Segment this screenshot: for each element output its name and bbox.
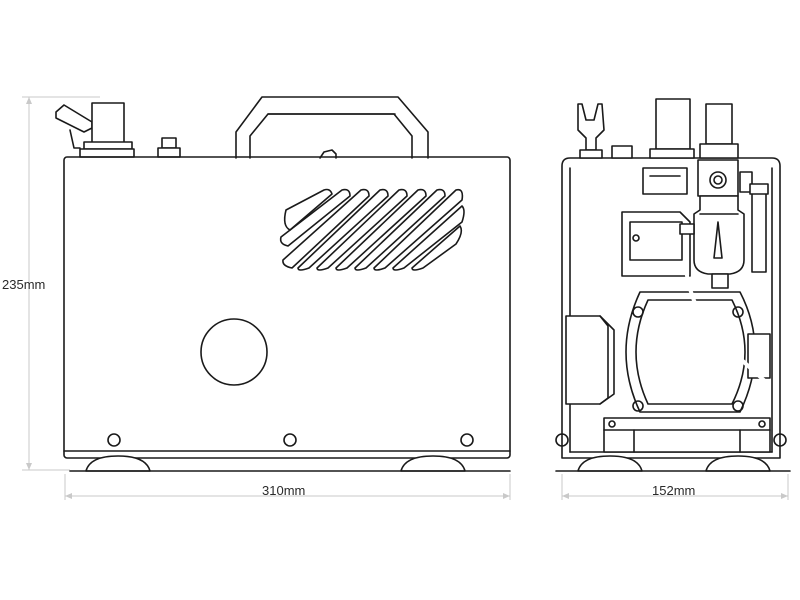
regulator-knob [649,98,695,159]
moisture-trap [693,195,745,289]
pressure-gauge [642,167,688,195]
height-dimension [22,96,100,471]
side-round-port [200,318,268,386]
filter-knob [699,103,739,159]
airbrush-holder [577,103,605,159]
depth-dimension-label: 152mm [652,483,695,498]
front-view [555,98,791,472]
side-view [55,96,511,472]
pressure-regulator-top [55,102,135,158]
bottom-hole-center [283,433,297,447]
front-bottom-hole-left [555,433,569,447]
height-dimension-label: 235mm [2,277,45,292]
width-dimension [64,474,511,500]
pump-base [603,417,771,453]
rubber-foot-left [85,455,151,472]
bottom-hole-right [460,433,474,447]
power-switch [319,149,337,159]
side-case [63,156,511,459]
motor-end-cap [565,315,615,405]
width-dimension-label: 310mm [262,483,305,498]
air-outlet-fitting [157,137,181,158]
bottom-hole-left [107,433,121,447]
rubber-foot-right [400,455,466,472]
front-bottom-hole-right [773,433,787,447]
carry-handle [235,96,429,159]
side-air-pipe [751,191,767,273]
front-rubber-foot-left [577,455,643,472]
depth-dimension [561,474,789,500]
top-fitting [611,145,633,159]
regulator-body [697,159,739,197]
front-case [561,157,781,459]
front-rubber-foot-right [705,455,771,472]
motor-housing [625,291,756,413]
ventilation-grille [279,188,465,271]
